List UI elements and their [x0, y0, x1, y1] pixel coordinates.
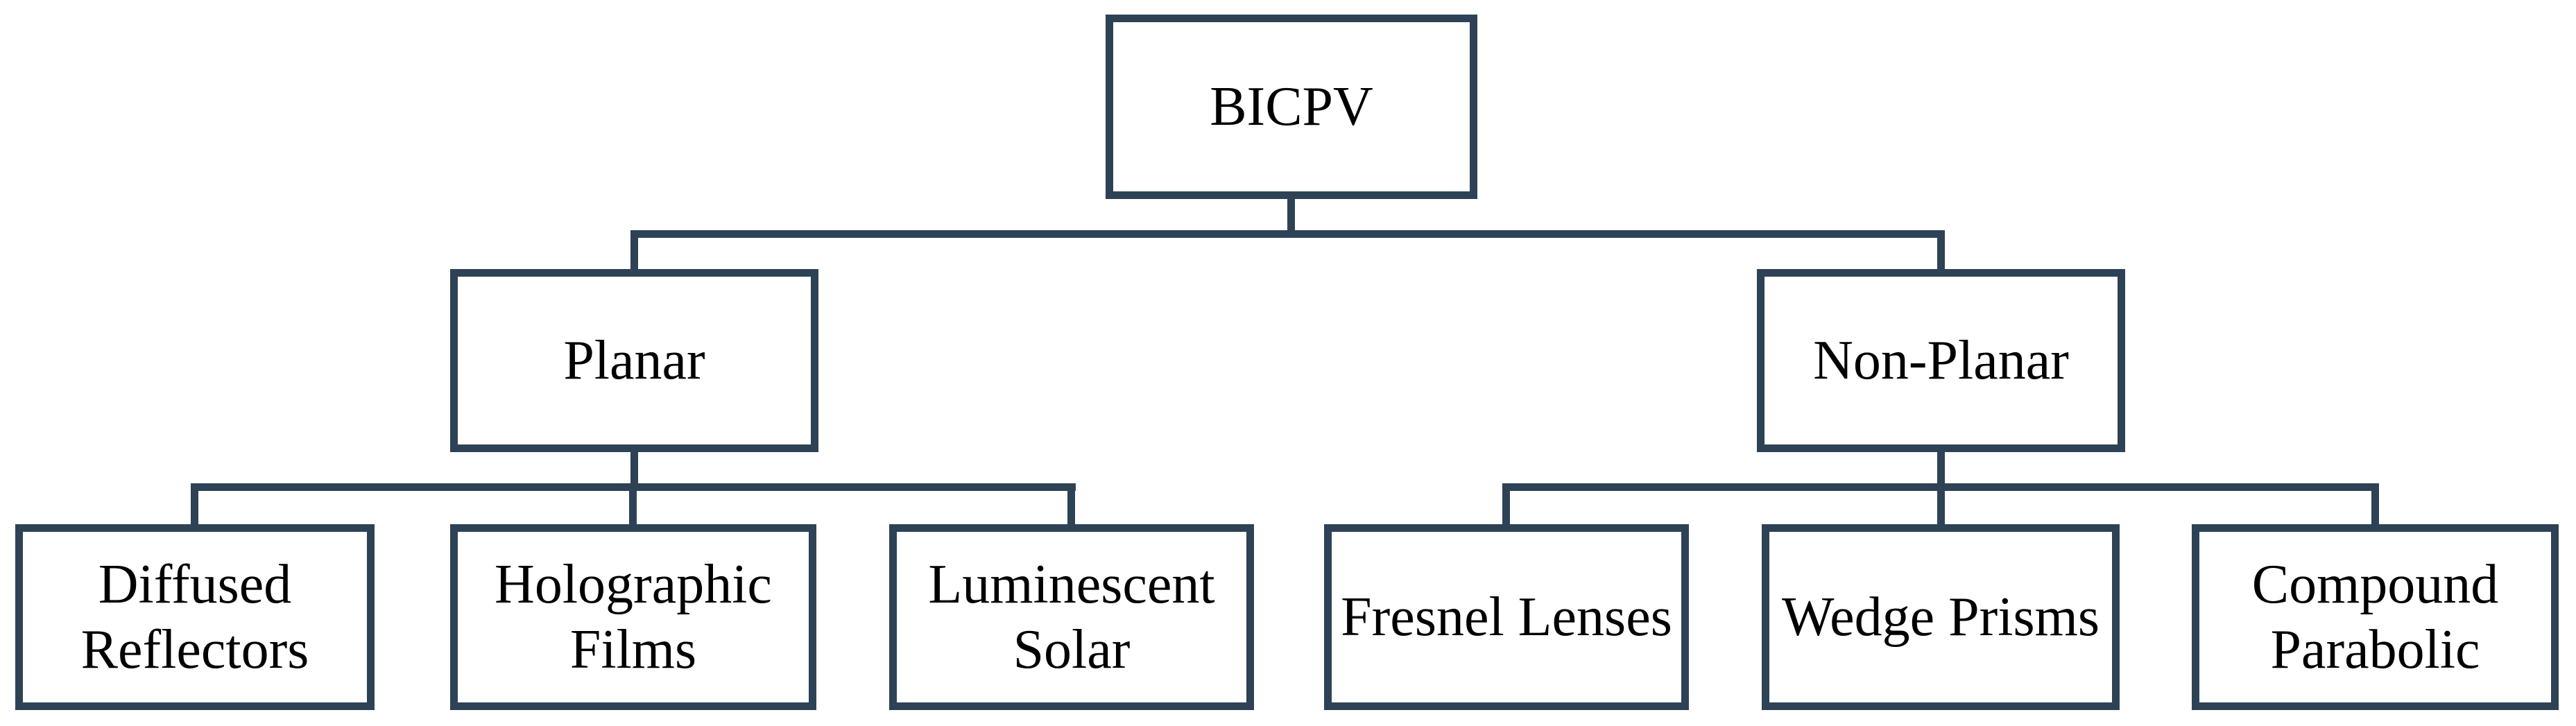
connector-drop-diffused-reflectors: [191, 483, 198, 526]
connector-level2-bus: [630, 230, 1945, 238]
connector-drop-fresnel-lenses: [1502, 483, 1510, 526]
connector-drop-luminescent-solar: [1067, 483, 1075, 526]
connector-non-planar-stem: [1937, 451, 1945, 491]
connector-drop-wedge-prisms: [1937, 483, 1945, 526]
connector-drop-holographic-films: [629, 483, 637, 526]
node-diffused-reflectors-label: Diffused Reflectors: [80, 553, 309, 680]
connector-drop-planar: [630, 230, 638, 270]
connector-planar-stem: [630, 451, 638, 491]
node-planar-label: Planar: [563, 329, 705, 391]
node-compound-parabolic: Compound Parabolic: [2192, 524, 2559, 710]
node-planar: Planar: [450, 269, 818, 452]
connector-drop-compound-parabolic: [2371, 483, 2379, 526]
connector-root-stem: [1287, 198, 1295, 238]
node-fresnel-lenses: Fresnel Lenses: [1324, 524, 1689, 710]
connector-drop-non-planar: [1937, 230, 1945, 270]
node-fresnel-lenses-label: Fresnel Lenses: [1341, 586, 1672, 648]
node-diffused-reflectors: Diffused Reflectors: [15, 524, 375, 710]
node-holographic-films: Holographic Films: [450, 524, 816, 710]
node-bicpv: BICPV: [1106, 15, 1477, 199]
node-luminescent-solar: Luminescent Solar: [889, 524, 1254, 710]
node-non-planar-label: Non-Planar: [1813, 329, 2069, 391]
node-bicpv-label: BICPV: [1210, 76, 1373, 137]
node-wedge-prisms: Wedge Prisms: [1762, 524, 2120, 710]
node-wedge-prisms-label: Wedge Prisms: [1782, 586, 2100, 648]
node-compound-parabolic-label: Compound Parabolic: [2251, 553, 2499, 680]
node-non-planar: Non-Planar: [1757, 269, 2125, 452]
node-holographic-films-label: Holographic Films: [495, 553, 772, 680]
node-luminescent-solar-label: Luminescent Solar: [928, 553, 1215, 680]
